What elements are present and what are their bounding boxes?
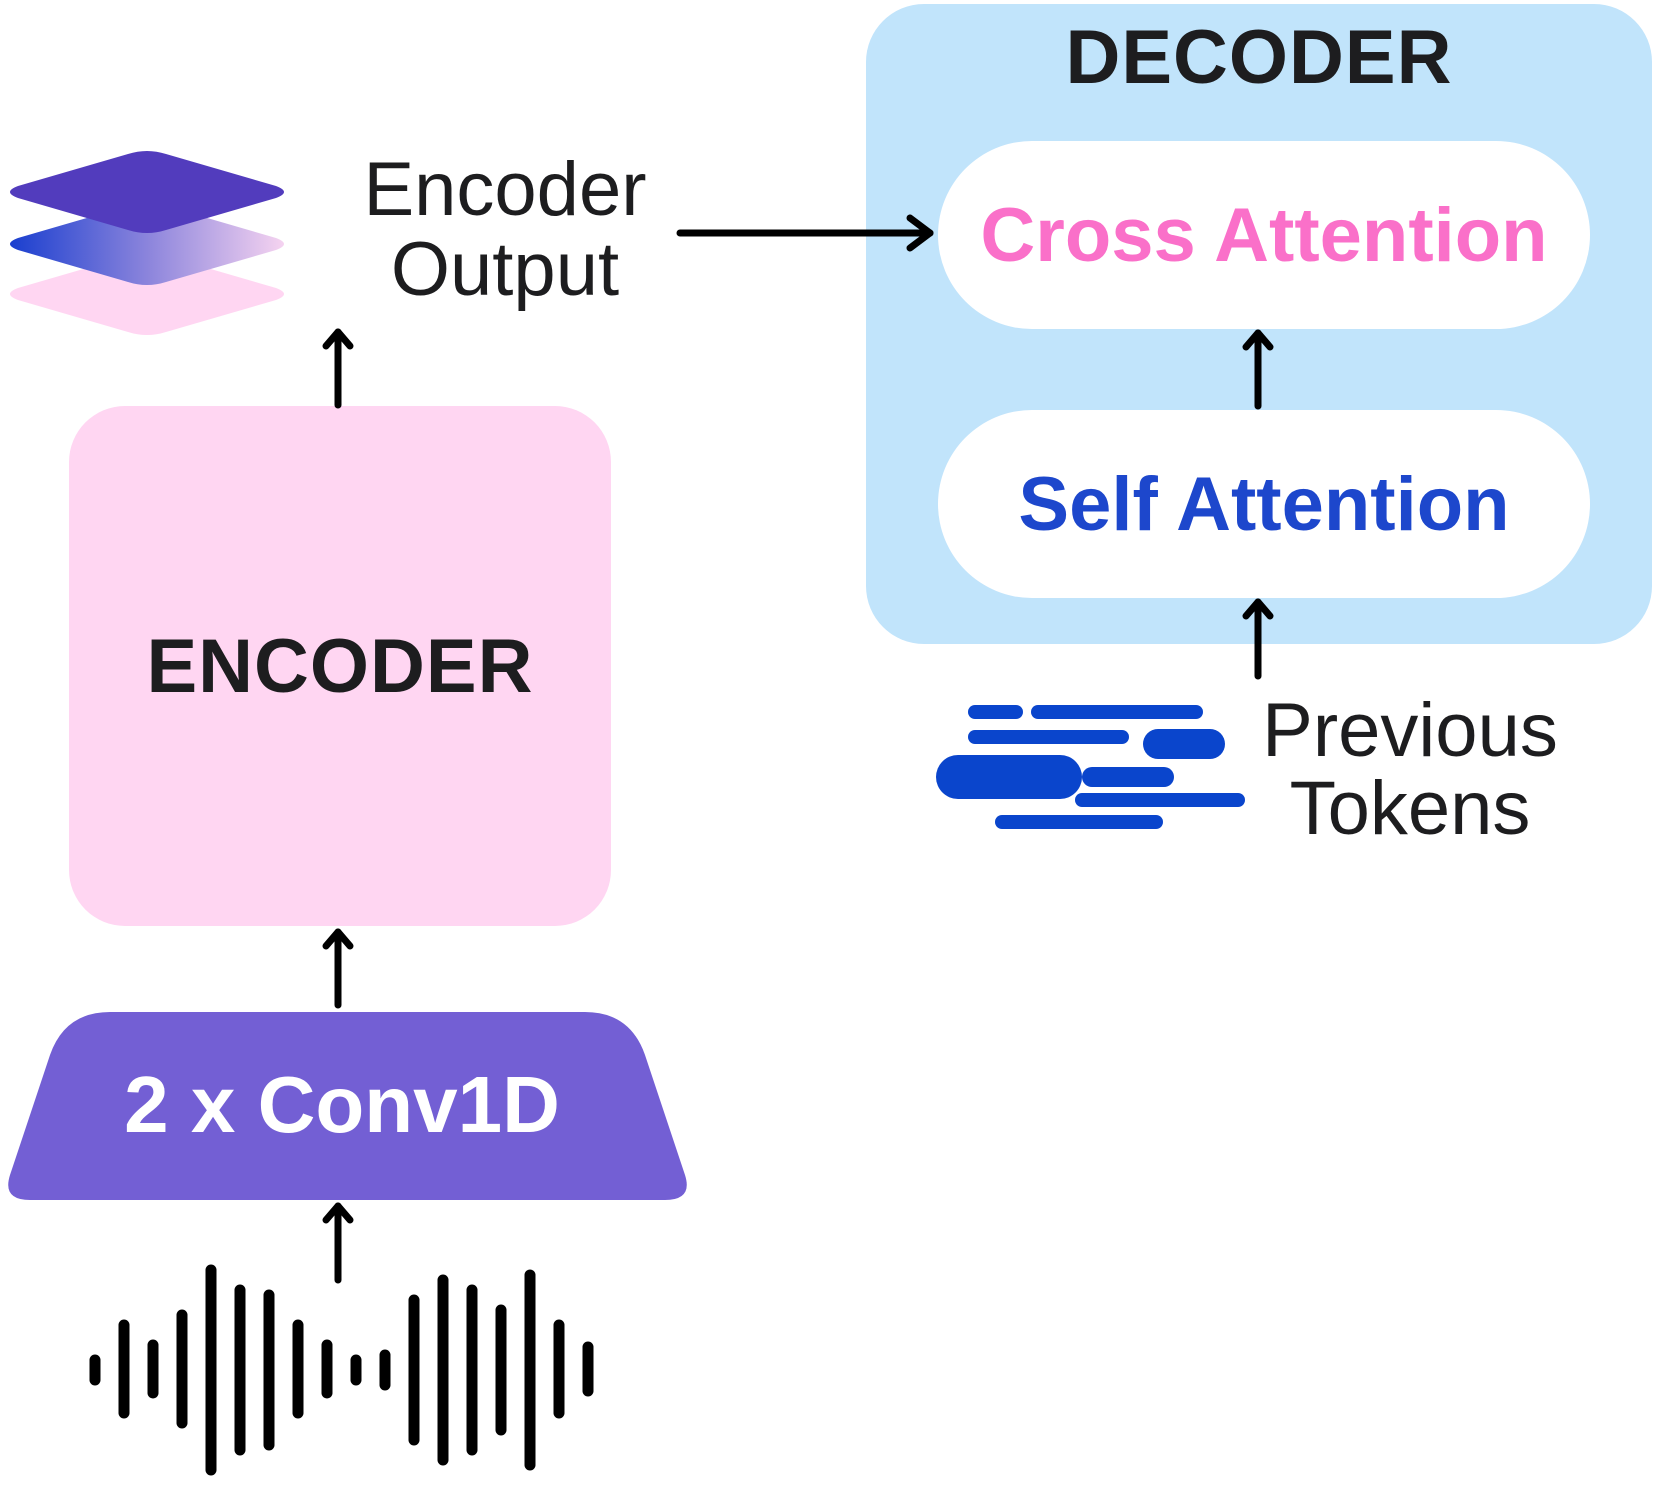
encoder-block: ENCODER [69, 406, 611, 926]
arrow-tokens-to-self-attention [1242, 598, 1274, 680]
previous-tokens-line1: Previous [1262, 688, 1558, 773]
encoder-title: ENCODER [146, 623, 534, 709]
tokens-icon [936, 705, 1245, 829]
layers-icon [10, 151, 284, 335]
conv1d-label: 2 x Conv1D [124, 1060, 560, 1149]
previous-tokens-label: Previous Tokens [1240, 692, 1580, 848]
arrow-encoder-to-output [322, 328, 354, 409]
cross-attention-block: Cross Attention [938, 141, 1590, 329]
encoder-output-line2: Output [390, 227, 620, 312]
self-attention-label: Self Attention [1018, 461, 1510, 547]
arrow-encoder-output-to-cross-attention [676, 214, 934, 252]
decoder-title: DECODER [1065, 15, 1453, 100]
arrow-self-to-cross-attention [1242, 329, 1274, 410]
previous-tokens-line2: Tokens [1289, 766, 1531, 851]
encoder-output-label: Encoder Output [340, 150, 670, 310]
arrow-audio-to-conv [322, 1202, 354, 1284]
self-attention-block: Self Attention [938, 410, 1590, 598]
encoder-output-line1: Encoder [363, 147, 647, 232]
audio-waveform-icon [89, 1264, 594, 1476]
arrow-conv-to-encoder [322, 928, 354, 1009]
conv1d-block [8, 1012, 687, 1200]
cross-attention-label: Cross Attention [980, 192, 1548, 278]
